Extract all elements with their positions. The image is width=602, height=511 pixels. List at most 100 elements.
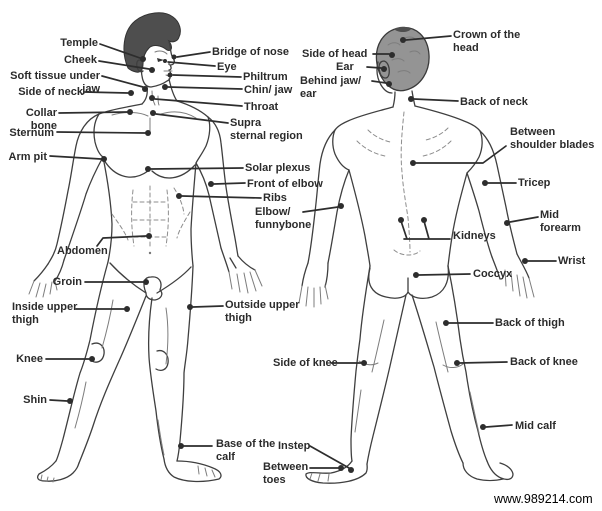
leader-outside-upper-thigh: [192, 305, 224, 308]
label-between-toes: Between toes: [263, 461, 309, 486]
crown-notch: [394, 26, 411, 32]
leader-philtrum: [172, 74, 242, 78]
shoulder-blade-lines: [356, 127, 452, 157]
back-left-foot: [305, 460, 368, 484]
point-behind-jaw-ear: [386, 81, 392, 87]
label-back-of-neck: Back of neck: [460, 96, 528, 108]
leader-sternum: [56, 131, 146, 134]
point-between-shoulder-blades: [410, 160, 416, 166]
leader-collar-bone: [58, 111, 128, 114]
front-torso-right: [190, 116, 211, 267]
back-figure-drawing: [298, 26, 535, 484]
label-bridge-of-nose: Bridge of nose: [212, 46, 290, 58]
label-ribs: Ribs: [263, 192, 287, 204]
back-right-arm-inner: [327, 169, 350, 264]
point-ribs: [176, 193, 182, 199]
point-ear: [381, 66, 387, 72]
label-instep: Instep: [278, 440, 311, 452]
back-left-toes: [309, 472, 330, 482]
point-eye: [163, 59, 167, 63]
spine-line: [400, 111, 411, 253]
navel: [148, 251, 152, 255]
front-leg-sketch-lines: [74, 299, 169, 456]
back-left-arm-inner: [466, 172, 493, 258]
leader-bridge-of-nose: [176, 51, 211, 58]
point-knee: [89, 356, 95, 362]
point-outside-upper-thigh: [187, 304, 193, 310]
leader-soft-tissue-under-jaw: [101, 75, 144, 88]
back-torso-right: [447, 130, 483, 267]
front-right-leg-outer: [176, 265, 194, 462]
front-left-arm-outer: [47, 113, 100, 265]
point-collar-bone: [127, 109, 133, 115]
leader-eye: [167, 61, 216, 67]
point-markers: [67, 37, 528, 473]
point-back-of-knee: [454, 360, 460, 366]
label-wrist: Wrist: [558, 255, 586, 267]
front-left-leg-outer: [55, 261, 109, 462]
front-eye: [157, 58, 164, 62]
back-left-fingers: [504, 269, 535, 299]
leader-abdomen: [96, 235, 147, 247]
point-temple: [140, 56, 146, 62]
side-detail-lines: [111, 187, 191, 241]
label-side-of-neck: Side of neck: [18, 86, 83, 98]
point-philtrum: [167, 72, 173, 78]
label-soft-tissue-under-jaw: Soft tissue under jaw: [10, 70, 100, 95]
label-side-of-head: Side of head: [302, 48, 368, 60]
label-shin: Shin: [23, 394, 47, 406]
label-behind-jaw-ear: Behind jaw/ ear: [300, 75, 362, 100]
front-left-toes: [40, 474, 55, 483]
label-throat: Throat: [244, 101, 279, 113]
front-right-arm-outer: [207, 116, 239, 257]
label-sternum: Sternum: [9, 127, 54, 139]
point-tricep: [482, 180, 488, 186]
leader-coccyx: [418, 273, 471, 276]
point-inside-upper-thigh: [124, 306, 130, 312]
label-crown-of-the-head: Crown of the head: [453, 29, 521, 54]
leader-temple: [99, 43, 141, 59]
label-coccyx: Coccyx: [473, 268, 513, 280]
label-philtrum: Philtrum: [243, 71, 288, 83]
back-right-foot: [462, 460, 514, 482]
point-instep: [348, 467, 354, 473]
point-back-of-thigh: [443, 320, 449, 326]
hair-texture: [387, 36, 421, 74]
lower-back-line: [393, 249, 421, 256]
point-arm-pit: [101, 156, 107, 162]
point-kidney-right: [421, 217, 427, 223]
front-hair: [123, 12, 181, 73]
label-supra-sternal-region: Supra sternal region: [230, 117, 303, 142]
point-cheek: [149, 67, 155, 73]
label-knee: Knee: [16, 353, 43, 365]
front-left-fingers: [28, 280, 58, 298]
leader-crown-of-the-head: [405, 35, 452, 41]
point-coccyx: [413, 272, 419, 278]
back-left-leg-inner: [366, 294, 407, 465]
leader-behind-jaw-ear: [371, 80, 387, 84]
leader-mid-calf: [485, 424, 513, 428]
watermark-url: www.989214.com: [494, 492, 593, 506]
point-wrist: [522, 258, 528, 264]
label-tricep: Tricep: [518, 177, 551, 189]
label-cheek: Cheek: [63, 54, 97, 66]
leader-instep: [309, 445, 350, 469]
buttocks: [368, 265, 450, 299]
back-leg-sketch-lines: [354, 319, 480, 434]
label-solar-plexus: Solar plexus: [245, 162, 311, 174]
leader-kidneys: [400, 220, 451, 240]
label-outside-upper-thigh: Outside upper thigh: [225, 299, 300, 324]
front-left-leg-inner: [78, 295, 147, 464]
point-between-toes: [338, 465, 344, 471]
leader-solar-plexus: [150, 167, 244, 170]
front-left-hand: [33, 259, 65, 282]
point-mid-calf: [480, 424, 486, 430]
point-chin-jaw: [162, 84, 168, 90]
label-kidneys: Kidneys: [453, 230, 496, 242]
label-base-of-the-calf: Base of the calf: [216, 438, 276, 463]
label-mid-calf: Mid calf: [515, 420, 556, 432]
front-right-fingers: [228, 269, 263, 294]
point-elbow-funnybone: [338, 203, 344, 209]
